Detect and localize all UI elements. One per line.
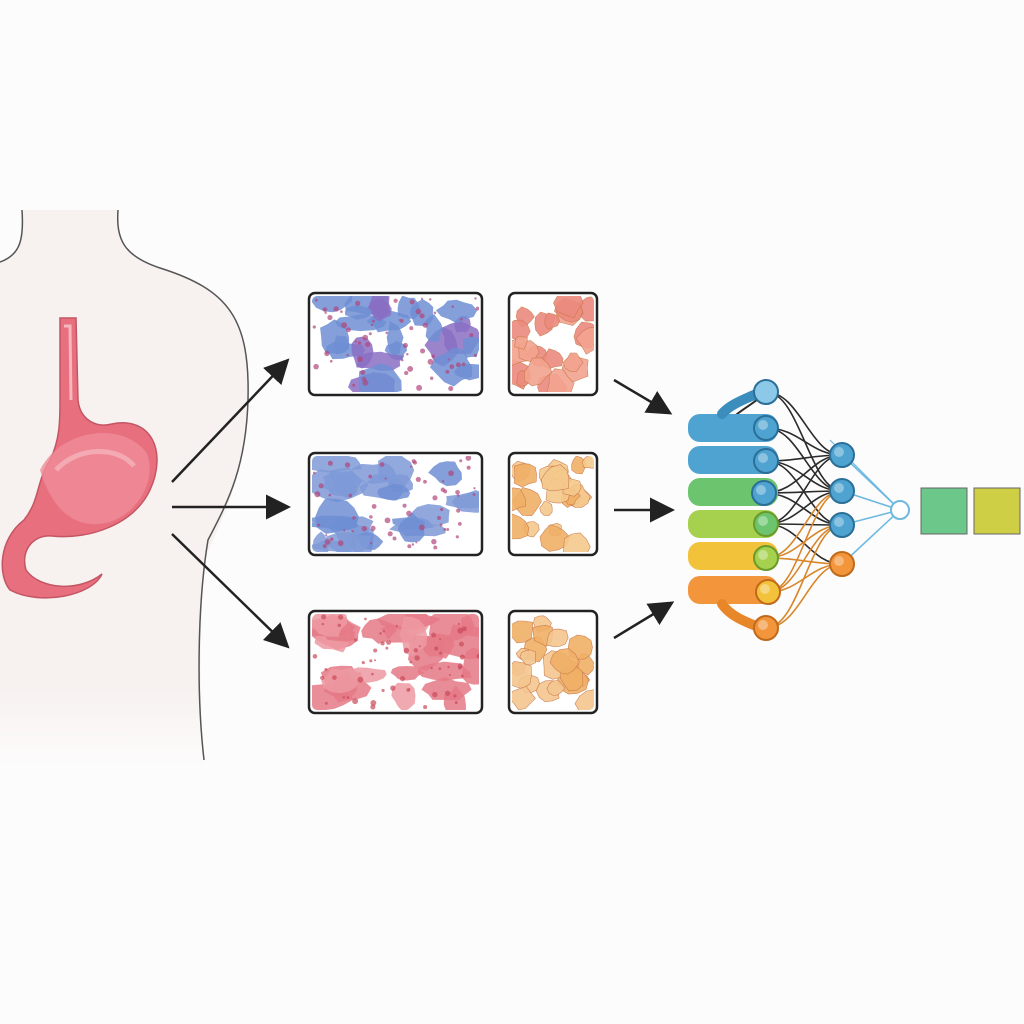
output-node bbox=[890, 500, 910, 520]
detail-slide-2 bbox=[507, 451, 599, 557]
tissue-slide-1 bbox=[307, 291, 484, 397]
arrow-row-3-to-network bbox=[613, 601, 675, 640]
output-class-b bbox=[973, 487, 1021, 535]
network-node bbox=[753, 379, 779, 405]
tissue-slide-3 bbox=[307, 609, 484, 715]
network-node bbox=[755, 579, 781, 605]
tissue-slide-2 bbox=[307, 451, 484, 557]
neural-network bbox=[688, 379, 910, 641]
arrow-to-row-3 bbox=[171, 533, 290, 649]
stomach-arrows bbox=[171, 358, 291, 649]
network-node bbox=[753, 448, 779, 474]
detail-slide-1 bbox=[507, 291, 599, 397]
hidden-node bbox=[829, 442, 855, 468]
tissue-slides bbox=[307, 291, 599, 715]
arrow-row-1-to-network bbox=[613, 378, 673, 415]
stomach-icon bbox=[1, 317, 158, 599]
output-class-a bbox=[920, 487, 968, 535]
network-node bbox=[753, 415, 779, 441]
network-node bbox=[751, 480, 777, 506]
input-unit bbox=[688, 576, 778, 604]
hidden-node bbox=[829, 478, 855, 504]
hidden-node bbox=[829, 512, 855, 538]
detail-slide-3 bbox=[507, 609, 599, 715]
network-node bbox=[753, 545, 779, 571]
network-node bbox=[753, 615, 779, 641]
arrow-to-row-1 bbox=[171, 358, 290, 483]
network-arrows bbox=[613, 378, 675, 640]
network-node bbox=[753, 511, 779, 537]
output-classes bbox=[920, 487, 1021, 535]
network-nodes bbox=[751, 379, 910, 641]
hidden-node bbox=[829, 551, 855, 577]
